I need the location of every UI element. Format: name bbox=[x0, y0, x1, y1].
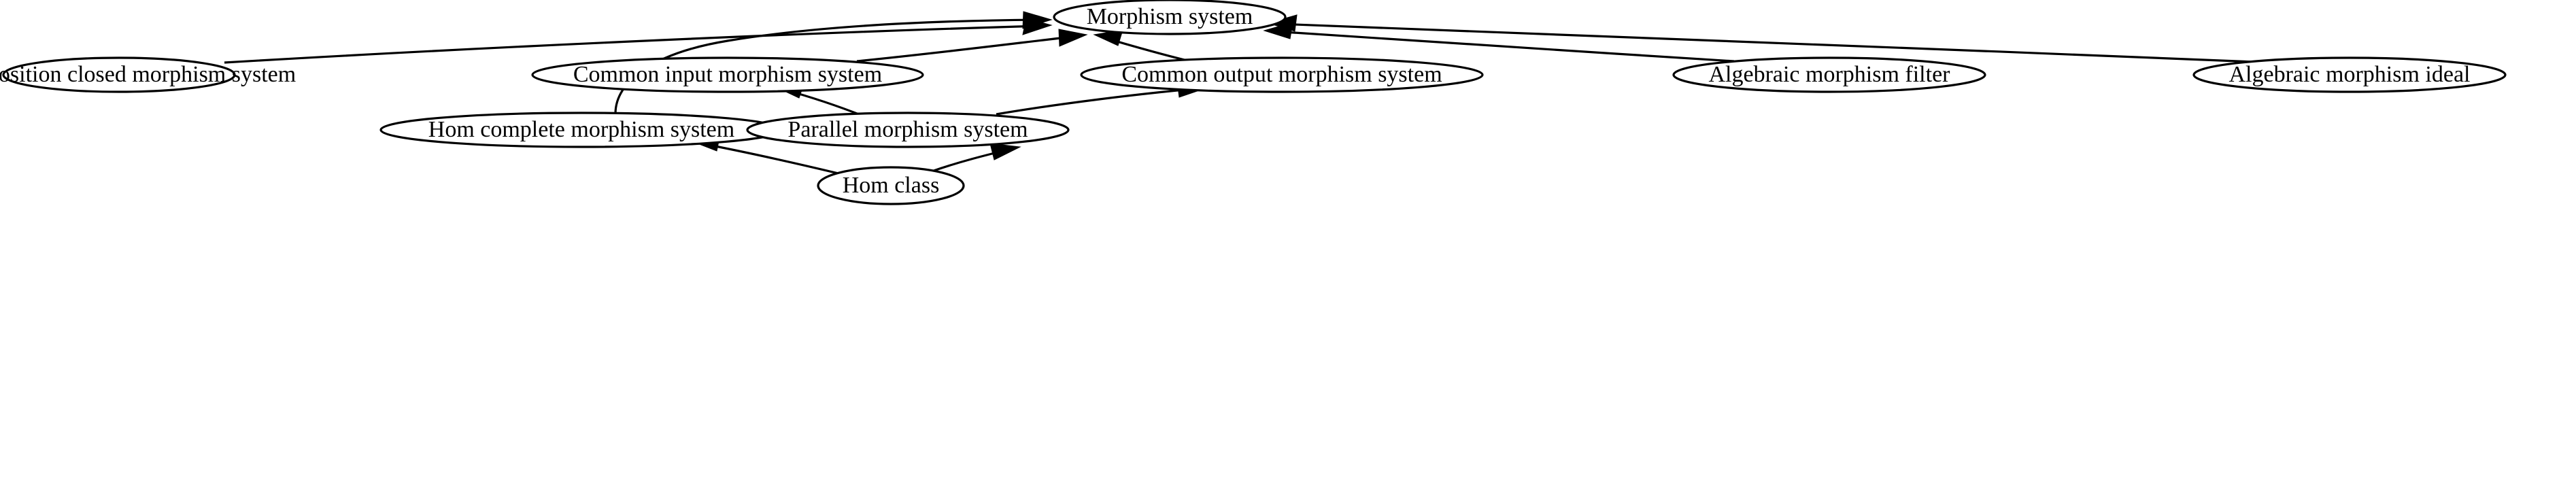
edge-line bbox=[1272, 30, 1735, 63]
node-label: Parallel morphism system bbox=[787, 117, 1028, 142]
node-algebraic-morphism-ideal[interactable]: Algebraic morphism ideal bbox=[2192, 56, 2507, 93]
node-ellipse bbox=[2192, 56, 2507, 93]
node-label: Hom class bbox=[843, 173, 940, 198]
node-label: Algebraic morphism ideal bbox=[2228, 62, 2470, 87]
edge-layer bbox=[224, 11, 2272, 175]
node-morphism-system[interactable]: Morphism system bbox=[1053, 0, 1287, 35]
node-label: Composition closed morphism system bbox=[0, 62, 296, 87]
arrow-head-icon bbox=[989, 143, 1021, 160]
edge-line bbox=[700, 142, 839, 175]
arrow-head-icon bbox=[1022, 11, 1053, 29]
node-hom-class[interactable]: Hom class bbox=[817, 166, 965, 205]
node-label: Common output morphism system bbox=[1121, 62, 1442, 87]
node-label: Common input morphism system bbox=[573, 62, 882, 87]
node-algebraic-morphism-filter[interactable]: Algebraic morphism filter bbox=[1672, 56, 1986, 93]
arrow-head-icon bbox=[1058, 29, 1088, 47]
node-label: Hom complete morphism system bbox=[428, 117, 734, 142]
edge-composition-closed-to-morphism-system bbox=[224, 18, 1053, 64]
edge-algebraic-morphism-ideal-to-morphism-system bbox=[1267, 14, 2272, 64]
node-common-output-morphism-system[interactable]: Common output morphism system bbox=[1080, 56, 1484, 93]
node-composition-closed-morphism-system[interactable]: Composition closed morphism system bbox=[0, 56, 296, 93]
edge-common-input-to-morphism-system bbox=[856, 29, 1088, 63]
edge-line bbox=[1276, 22, 2272, 64]
node-ellipse bbox=[1080, 56, 1484, 93]
node-hom-complete-morphism-system[interactable]: Hom complete morphism system bbox=[379, 112, 783, 148]
edge-line bbox=[996, 87, 1199, 116]
edge-line bbox=[224, 24, 1043, 64]
node-ellipse bbox=[817, 166, 965, 205]
node-label: Algebraic morphism filter bbox=[1708, 62, 1950, 87]
edge-hom-class-to-parallel bbox=[931, 143, 1021, 173]
node-ellipse bbox=[1672, 56, 1986, 93]
edge-line bbox=[856, 35, 1079, 63]
node-common-input-morphism-system[interactable]: Common input morphism system bbox=[531, 56, 924, 93]
node-ellipse bbox=[1053, 0, 1287, 35]
edge-algebraic-morphism-filter-to-morphism-system bbox=[1263, 22, 1735, 63]
node-label: Morphism system bbox=[1087, 4, 1253, 29]
node-parallel-morphism-system[interactable]: Parallel morphism system bbox=[746, 112, 1070, 148]
node-ellipse bbox=[2, 56, 236, 93]
node-layer: Morphism system Composition closed morph… bbox=[0, 0, 2507, 205]
node-ellipse bbox=[531, 56, 924, 93]
node-ellipse bbox=[746, 112, 1070, 148]
